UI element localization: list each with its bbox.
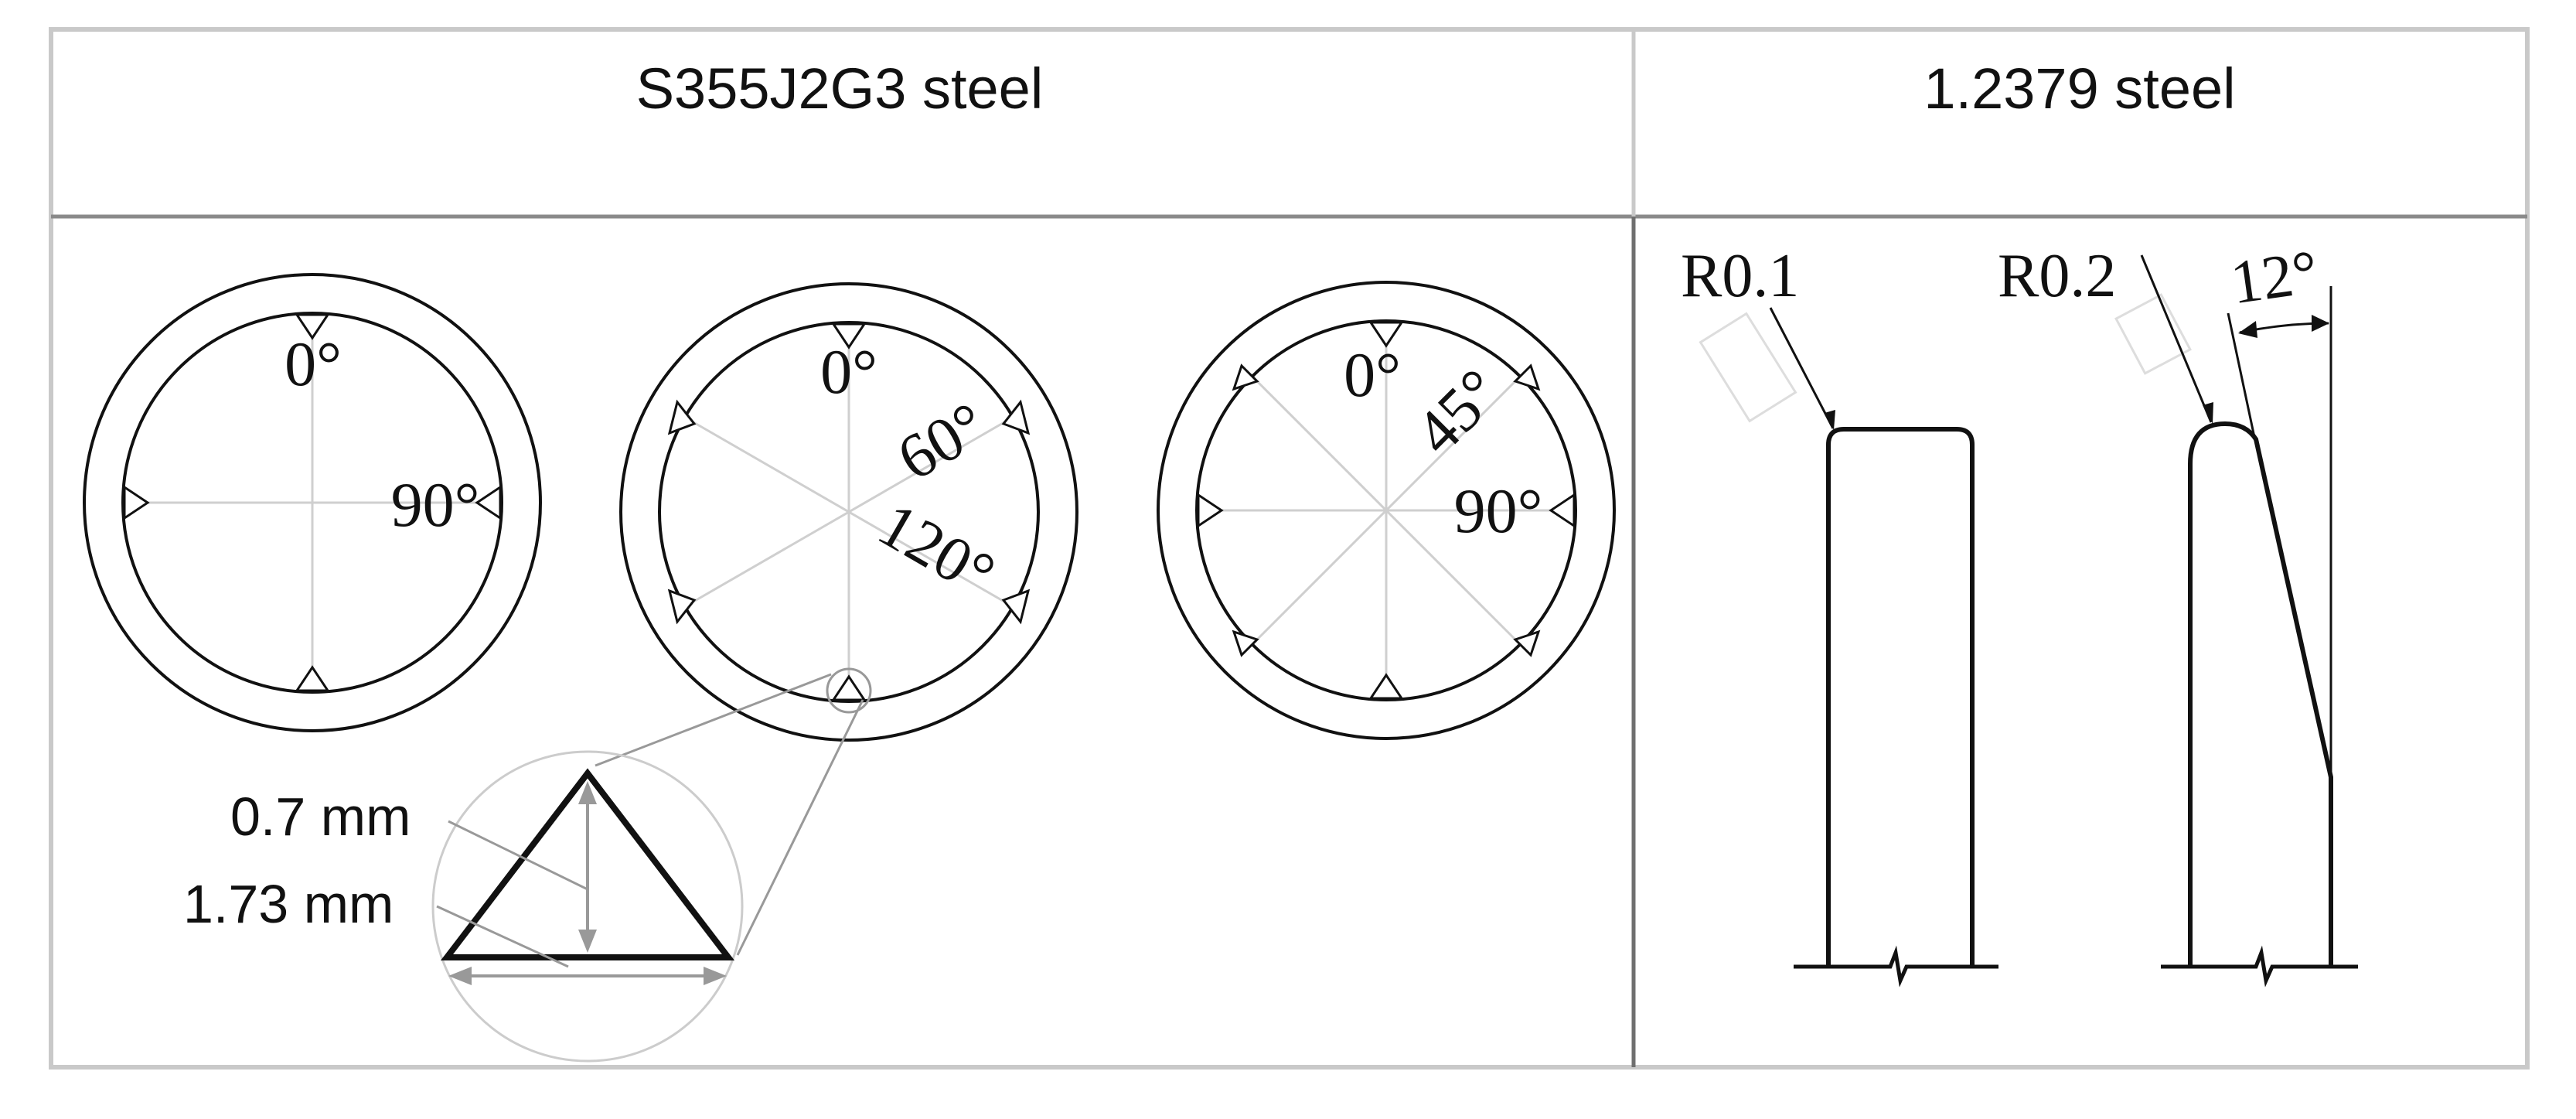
angle-label-90: 90° xyxy=(391,469,480,540)
relief-extension-line xyxy=(2227,312,2257,442)
ring-outer-circle xyxy=(83,273,542,732)
angle-label-12: 12° xyxy=(2227,238,2322,318)
notch-triangle xyxy=(1001,399,1031,435)
notch-triangle xyxy=(295,665,330,692)
arrowhead xyxy=(1825,410,1835,430)
tool-outline xyxy=(1826,427,1975,967)
arrowhead xyxy=(578,930,597,953)
break-line xyxy=(1794,945,1998,988)
angle-label-45: 45° xyxy=(1402,356,1515,469)
guide-line xyxy=(687,418,1010,606)
ring-6-notches: 0° 60° 120° xyxy=(619,282,1078,742)
arrowhead xyxy=(2312,315,2329,332)
callout-line xyxy=(595,673,832,767)
notch-triangle xyxy=(1001,588,1031,625)
ring-4-notches: 0° 90° xyxy=(83,273,542,732)
notch-triangle xyxy=(475,485,502,520)
height-label: 0.7 mm xyxy=(230,786,411,847)
detail-circle xyxy=(431,750,744,1063)
notch-triangle xyxy=(831,674,867,701)
notch-triangle xyxy=(1197,493,1224,528)
notch-triangle xyxy=(1513,363,1541,391)
notch-triangle-enlarged xyxy=(440,768,735,960)
arrowhead xyxy=(2238,321,2257,338)
guide-line xyxy=(1253,377,1519,643)
arrowhead xyxy=(704,967,727,985)
callout-line xyxy=(736,699,864,956)
radius-label-r01: R0.1 xyxy=(1681,242,1799,310)
notch-triangle xyxy=(123,485,150,520)
radius-leader xyxy=(2140,254,2213,423)
arrowhead xyxy=(448,967,472,985)
ring-outer-circle xyxy=(1157,281,1616,740)
width-label: 1.73 mm xyxy=(183,874,394,934)
notch-triangle xyxy=(1368,673,1404,700)
notch-triangle xyxy=(1232,363,1259,391)
detail-callout-circle xyxy=(826,667,872,714)
angle-label-0: 0° xyxy=(820,336,877,407)
leader-line xyxy=(448,820,588,891)
ring-outer-circle xyxy=(619,282,1078,742)
break-line xyxy=(2161,945,2358,988)
tool-profile-r02: R0.2 12° xyxy=(1998,238,2358,988)
angle-label-90: 90° xyxy=(1454,476,1543,546)
notch-triangle xyxy=(1368,321,1404,348)
table-frame xyxy=(49,27,2530,1070)
tool-outline xyxy=(2188,421,2333,967)
leader-box xyxy=(1699,312,1797,423)
arrowhead xyxy=(578,781,597,804)
radius-label-r02: R0.2 xyxy=(1998,242,2116,310)
notch-detail: 0.7 mm 1.73 mm xyxy=(183,673,864,1063)
ring-inner-circle xyxy=(1195,319,1577,701)
header-s355j2g3-steel: S355J2G3 steel xyxy=(636,56,1044,121)
ring-inner-circle xyxy=(658,321,1040,703)
notch-triangle xyxy=(667,588,697,625)
angle-label-0: 0° xyxy=(1344,339,1401,410)
angle-label-0: 0° xyxy=(285,329,342,399)
ring-8-notches: 0° 45° 90° xyxy=(1157,281,1616,740)
notch-triangle xyxy=(667,399,697,435)
tool-profile-r01: R0.1 xyxy=(1681,242,1998,988)
notch-triangle xyxy=(1232,629,1259,657)
radius-leader xyxy=(1769,307,1835,429)
header-1-2379-steel: 1.2379 steel xyxy=(1923,56,2235,121)
notch-triangle xyxy=(1549,493,1576,528)
arrowhead xyxy=(2203,402,2213,424)
leader-box xyxy=(2114,293,2192,375)
ring-inner-circle xyxy=(121,312,503,694)
notch-triangle xyxy=(831,322,867,350)
notch-triangle xyxy=(1513,629,1541,657)
table-border xyxy=(49,27,2530,1070)
angle-label-60: 60° xyxy=(886,388,998,493)
leader-line xyxy=(436,905,569,968)
notch-triangle xyxy=(295,313,330,340)
